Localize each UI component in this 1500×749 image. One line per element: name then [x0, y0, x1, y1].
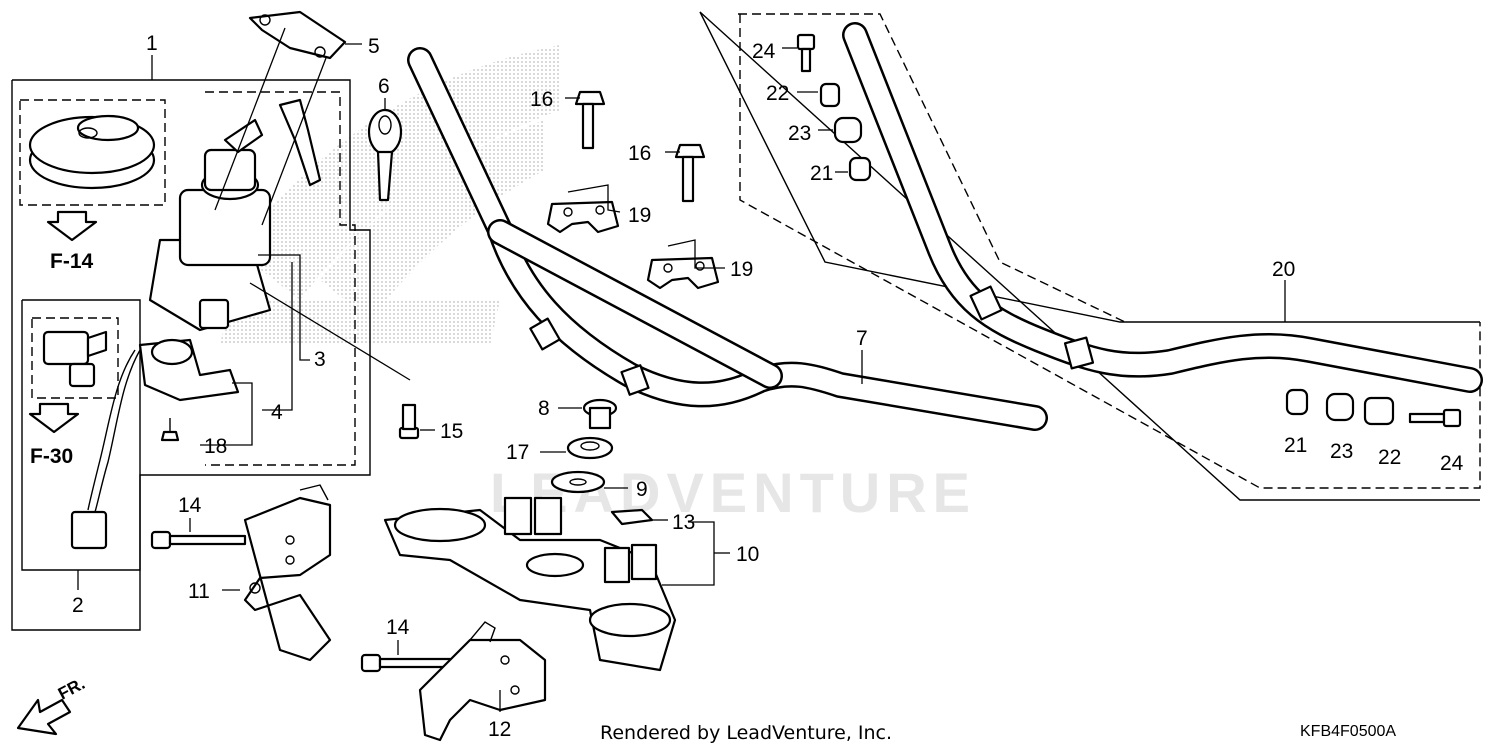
collar-icon [1285, 388, 1309, 416]
callout-21b: 21 [1284, 434, 1307, 457]
leader-3 [258, 254, 310, 361]
ignition-switch-icon [148, 98, 322, 332]
fuel-cap-icon [28, 114, 156, 190]
leader-15 [249, 282, 411, 381]
callout-16a: 16 [530, 88, 553, 111]
leader-5-to-switch [214, 27, 286, 211]
callout-23a: 23 [788, 122, 811, 145]
callout-18: 18 [204, 435, 227, 458]
weight-icon [1325, 392, 1355, 422]
callout-3: 3 [314, 348, 326, 371]
screw-icon [160, 418, 180, 442]
leader-19a [567, 184, 621, 213]
callout-19a: 19 [628, 204, 651, 227]
callout-14a: 14 [178, 494, 202, 517]
callout-7: 7 [856, 327, 868, 350]
collar-icon [819, 82, 841, 108]
group-1-inner-outline [205, 91, 356, 466]
leader-4-lower [200, 382, 253, 446]
bolt-icon [674, 143, 706, 203]
callout-2: 2 [72, 594, 84, 617]
washer-icon [550, 470, 606, 494]
cap-nut-icon [582, 398, 618, 430]
bracket-icon [243, 484, 332, 662]
handlebar-switch-icon [70, 338, 240, 550]
fuel-cap-inset [19, 99, 166, 206]
callout-4: 4 [271, 401, 283, 424]
leader-19b [667, 239, 725, 269]
connector-icon [42, 330, 108, 388]
callout-11: 11 [188, 580, 210, 603]
diagram-code: KFB4F0500A [1300, 723, 1396, 740]
group-20-outline-lower [699, 11, 1480, 501]
collar-icon [848, 156, 872, 182]
callout-9: 9 [636, 478, 648, 501]
footer-credit: Rendered by LeadVenture, Inc. [600, 722, 892, 744]
callout-22b: 22 [1378, 446, 1401, 469]
bracket-icon [418, 621, 547, 742]
callout-8: 8 [538, 397, 550, 420]
callout-21a: 21 [810, 162, 833, 185]
ref-f14: F-14 [50, 250, 94, 273]
callout-1: 1 [146, 32, 158, 55]
direction-label: FR. [55, 674, 88, 704]
handlebar-20 [842, 22, 1483, 393]
handlebar-holder-icon [546, 200, 620, 234]
bolt-icon [398, 403, 420, 440]
ref-f30: F-30 [30, 445, 73, 468]
bolt-icon [360, 653, 452, 673]
front-direction-arrow-icon [16, 698, 72, 736]
callout-24a: 24 [752, 40, 776, 63]
callout-22a: 22 [766, 82, 789, 105]
callout-5: 5 [368, 35, 380, 58]
collar-icon [1363, 396, 1395, 426]
callout-23b: 23 [1330, 440, 1353, 463]
callout-24b: 24 [1440, 452, 1464, 475]
watermark-wing-logo [220, 45, 560, 345]
leader-4-upper [262, 262, 293, 411]
leader-5b [261, 57, 327, 226]
callout-12: 12 [488, 718, 511, 741]
watermark-text: LEADVENTURE [490, 461, 976, 524]
callout-15: 15 [440, 420, 463, 443]
weight-icon [833, 116, 863, 144]
top-bridge-icon [383, 496, 677, 672]
callout-labels: 1 2 3 4 5 6 7 8 9 10 11 12 13 14 14 15 1… [72, 32, 1464, 741]
bolt-icon [150, 530, 247, 550]
callout-10: 10 [736, 543, 759, 566]
group-20-outline-inner [738, 13, 1126, 323]
callout-19b: 19 [730, 258, 753, 281]
handlebar-7 [407, 47, 1048, 431]
callout-17: 17 [506, 441, 529, 464]
arrow-down-icon [28, 402, 80, 434]
arrow-down-icon [46, 210, 98, 242]
group-1-outline [11, 79, 371, 631]
callout-16b: 16 [628, 142, 651, 165]
connector-inset [31, 317, 119, 399]
bolt-icon [796, 33, 816, 73]
callout-13: 13 [672, 511, 695, 534]
bolt-icon [574, 90, 606, 150]
bracket-icon [248, 10, 347, 60]
handlebar-holder-icon [646, 256, 720, 290]
callout-20: 20 [1272, 258, 1295, 281]
group-2-outline [21, 299, 141, 571]
callout-6: 6 [378, 75, 390, 98]
nut-icon [566, 436, 614, 460]
bolt-icon [1408, 408, 1462, 428]
callout-14b: 14 [386, 616, 410, 639]
group-20-outline-right [739, 14, 1481, 489]
